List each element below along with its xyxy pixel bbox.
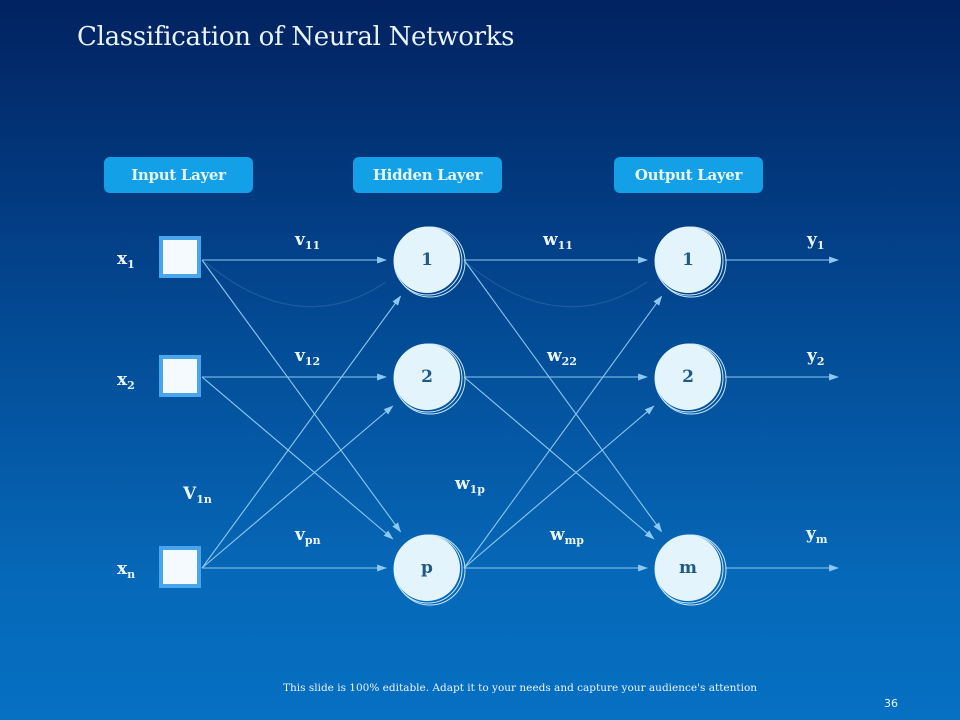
input-node-2: [159, 546, 201, 588]
output-node-1-circle: [655, 227, 721, 293]
hidden-node-1-circle: [394, 227, 460, 293]
edge-input-0-hidden-2: [201, 259, 402, 533]
output-node-m-circle: [655, 535, 721, 601]
output-node-2-label: 2: [682, 367, 694, 387]
output-node-1: [654, 226, 727, 298]
edge-hidden-2-output-0: [463, 295, 663, 569]
hidden-node-p-label: p: [421, 558, 433, 578]
output-node-2: [654, 343, 727, 415]
edge-hidden-0-output-2: [463, 259, 663, 533]
edge-input-2-hidden-0: [201, 295, 402, 569]
edge-input-2-hidden-1: [201, 405, 394, 569]
hidden-node-2-label: 2: [421, 367, 433, 387]
hidden-node-1-label: 1: [421, 250, 433, 270]
weight-label-wmp: wmp: [550, 525, 584, 547]
input-label-xn: xn: [117, 559, 136, 581]
output-node-1-label: 1: [682, 250, 694, 270]
edge-hidden-2-output-1: [463, 405, 655, 569]
output-label-y2: y2: [807, 346, 825, 368]
input-label-x2: x2: [117, 370, 135, 392]
output-node-m-ring-inner: [654, 534, 724, 604]
output-node-m-label: m: [679, 558, 697, 578]
weight-label-w11: w11: [543, 230, 573, 252]
weight-label-vpn: vpn: [295, 525, 321, 547]
input-node-0: [159, 236, 201, 278]
output-label-ym: ym: [806, 524, 828, 546]
footer-note: This slide is 100% editable. Adapt it to…: [283, 682, 758, 694]
weight-label-v12: v12: [295, 346, 321, 368]
hidden-node-1: [393, 226, 466, 298]
hidden-node-2: [393, 343, 466, 415]
edge-input-1-hidden-2: [201, 376, 394, 540]
input-label-x1: x1: [117, 249, 135, 271]
weight-label-w22: w22: [547, 346, 577, 368]
weight-label-v1n: V1n: [183, 484, 212, 506]
weight-label-w1p: w1p: [455, 474, 485, 496]
output-label-y1: y1: [807, 230, 825, 252]
hidden-node-p: [393, 534, 466, 606]
faint-curve: [204, 261, 387, 308]
faint-curve: [464, 261, 648, 308]
output-node-2-circle: [655, 344, 721, 410]
faint-curves: [204, 261, 648, 308]
hidden-node-2-ring-inner: [393, 343, 463, 413]
output-node-m: [654, 534, 727, 606]
output-node-1-ring-inner: [654, 226, 724, 296]
hidden-node-p-circle: [394, 535, 460, 601]
input-node-1: [159, 355, 201, 397]
output-node-2-ring-inner: [654, 343, 724, 413]
slide-title: Classification of Neural Networks: [77, 22, 515, 52]
output-layer-button[interactable]: Output Layer: [614, 157, 763, 193]
hidden-node-1-ring-inner: [393, 226, 463, 296]
input-layer-button[interactable]: Input Layer: [104, 157, 253, 193]
hidden-node-2-circle: [394, 344, 460, 410]
hidden-node-p-ring-inner: [393, 534, 463, 604]
hidden-layer-button[interactable]: Hidden Layer: [353, 157, 502, 193]
weight-label-v11: v11: [295, 230, 321, 252]
edge-hidden-1-output-2: [463, 376, 655, 540]
page-number: 36: [884, 697, 898, 710]
